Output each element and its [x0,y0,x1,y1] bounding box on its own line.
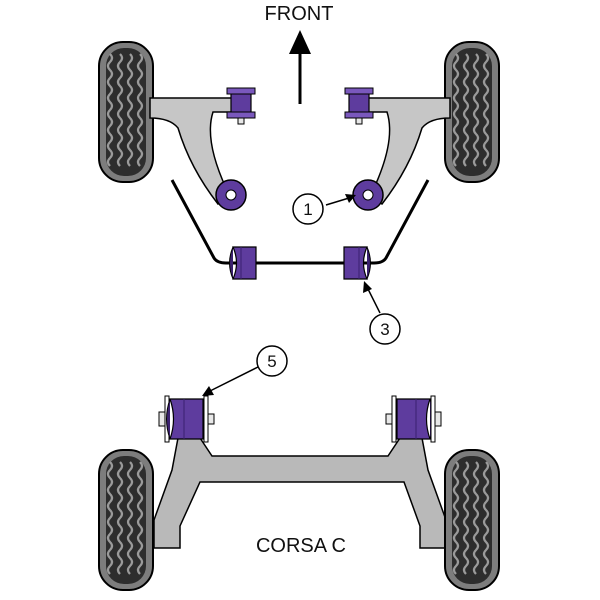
front-arrow-icon [289,30,311,104]
rear-right-tyre [443,448,501,592]
front-left-rear-bush-icon [215,179,247,211]
callout-1-number: 1 [303,200,312,219]
callout-3-number: 3 [380,320,389,339]
callout-1: 1 [292,193,356,225]
front-right-tyre [443,40,501,184]
anti-roll-bar [170,179,430,265]
rear-left-trailing-arm-bush-icon [158,395,215,443]
front-label: FRONT [265,3,334,25]
model-label: CORSA C [256,535,346,557]
rear-axle-beam [153,437,447,549]
callout-5-number: 5 [267,352,276,371]
front-right-wishbone [361,97,451,205]
front-left-tyre [97,40,155,184]
rear-right-trailing-arm-bush-icon [385,395,442,443]
callout-3: 3 [363,281,401,345]
callout-5: 5 [202,345,288,396]
front-left-front-bush-icon [226,87,256,125]
front-left-wishbone [149,97,239,205]
rear-left-tyre [97,448,155,592]
anti-roll-bar-left-bush-icon [229,246,257,280]
anti-roll-bar-right-bush-icon [343,246,371,280]
front-right-front-bush-icon [344,87,374,125]
front-right-rear-bush-icon [352,179,384,211]
